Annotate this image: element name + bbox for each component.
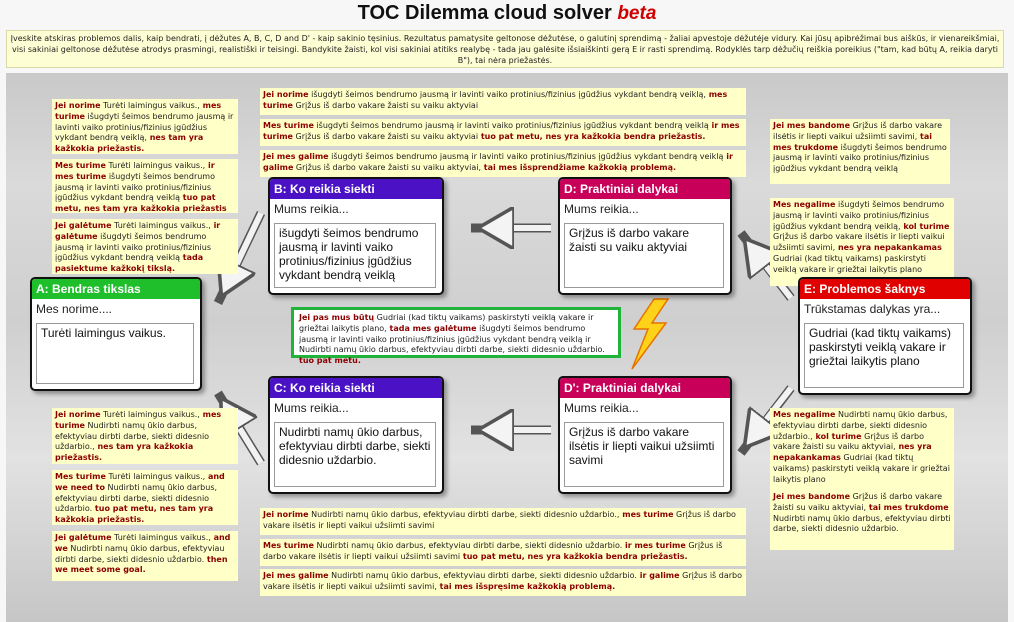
- box-e-input[interactable]: Gudriai (kad tiktų vaikams) paskirstyti …: [804, 323, 964, 388]
- note-a-b-3: Jei galėtume Turėti laimingus vaikus., i…: [52, 219, 238, 274]
- box-d-label: Mums reikia...: [564, 202, 639, 216]
- note-e-2: Mes negalime Nudirbti namų ūkio darbus, …: [770, 408, 954, 490]
- box-e-root-cause: E: Problemos šaknys Trūkstamas dalykas y…: [798, 277, 972, 395]
- box-dprime-header: D': Praktiniai dalykai: [560, 378, 730, 398]
- diagram-stage: Jei norime Turėti laimingus vaikus., mes…: [6, 73, 1008, 622]
- note-c-dp-1: Jei norime Nudirbti namų ūkio darbus, ef…: [260, 508, 746, 535]
- box-a-input[interactable]: Turėti laimingus vaikus.: [36, 323, 194, 384]
- arrows-layer: [213, 73, 795, 466]
- box-c-need: C: Ko reikia siekti Mums reikia... Nudir…: [268, 376, 444, 494]
- note-c-dp-3: Jei mes galime Nudirbti namų ūkio darbus…: [260, 569, 746, 596]
- note-a-c-2: Mes turime Turėti laimingus vaikus., and…: [52, 470, 238, 525]
- note-b-d-1: Jei norime išugdyti šeimos bendrumo jaus…: [260, 88, 746, 115]
- note-e-1: Mes negalime išugdyti šeimos bendrumo ja…: [770, 198, 954, 286]
- box-a-header: A: Bendras tikslas: [32, 279, 200, 299]
- note-a-b-2: Mes turime Turėti laimingus vaikus., ir …: [52, 159, 238, 213]
- box-d-input[interactable]: Grįžus iš darbo vakare žaisti su vaiku a…: [564, 223, 724, 288]
- note-b-d-2: Mes turime išugdyti šeimos bendrumo jaus…: [260, 119, 746, 146]
- box-a-label: Mes norime....: [36, 302, 113, 316]
- note-a-c-1: Jei norime Turėti laimingus vaikus., mes…: [52, 408, 238, 464]
- page-title: TOC Dilemma cloud solver beta: [0, 2, 1014, 25]
- box-b-header: B: Ko reikia siekti: [270, 179, 442, 199]
- lightning-icon: [631, 298, 670, 370]
- note-a-c-3: Jei galėtume Turėti laimingus vaikus., a…: [52, 531, 238, 581]
- box-c-label: Mums reikia...: [274, 401, 349, 415]
- box-dprime-input[interactable]: Grįžus iš darbo vakare ilsėtis ir liepti…: [564, 422, 724, 487]
- box-c-input[interactable]: Nudirbti namų ūkio darbus, efektyviau di…: [274, 422, 436, 487]
- box-e-label: Trūkstamas dalykas yra...: [804, 302, 941, 316]
- note-d-dp-2: Jei mes bandome Grįžus iš darbo vakare ž…: [770, 490, 954, 550]
- instructions-text: Įveskite atskiras problemos dalis, kaip …: [6, 30, 1004, 68]
- note-a-b-1: Jei norime Turėti laimingus vaikus., mes…: [52, 99, 238, 154]
- beta-badge: beta: [617, 3, 657, 24]
- note-b-d-3: Jei mes galime išugdyti šeimos bendrumo …: [260, 150, 746, 177]
- box-a-common-goal: A: Bendras tikslas Mes norime.... Turėti…: [30, 277, 202, 391]
- box-b-need: B: Ko reikia siekti Mums reikia... išugd…: [268, 177, 444, 295]
- box-d-header: D: Praktiniai dalykai: [560, 179, 730, 199]
- box-d-practical: D: Praktiniai dalykai Mums reikia... Grį…: [558, 177, 732, 295]
- note-c-dp-2: Mes turime Nudirbti namų ūkio darbus, ef…: [260, 539, 746, 566]
- box-b-label: Mums reikia...: [274, 202, 349, 216]
- box-b-input[interactable]: išugdyti šeimos bendrumo jausmą ir lavin…: [274, 223, 436, 288]
- box-dprime-practical: D': Praktiniai dalykai Mums reikia... Gr…: [558, 376, 732, 494]
- note-d-dp-1: Jei mes bandome Grįžus iš darbo vakare i…: [770, 119, 950, 184]
- box-dprime-label: Mums reikia...: [564, 401, 639, 415]
- box-e-header: E: Problemos šaknys: [800, 279, 970, 299]
- title-text: TOC Dilemma cloud solver: [357, 2, 612, 24]
- box-c-header: C: Ko reikia siekti: [270, 378, 442, 398]
- solution-box: Jei pas mus būtų Gudriai (kad tiktų vaik…: [291, 307, 621, 365]
